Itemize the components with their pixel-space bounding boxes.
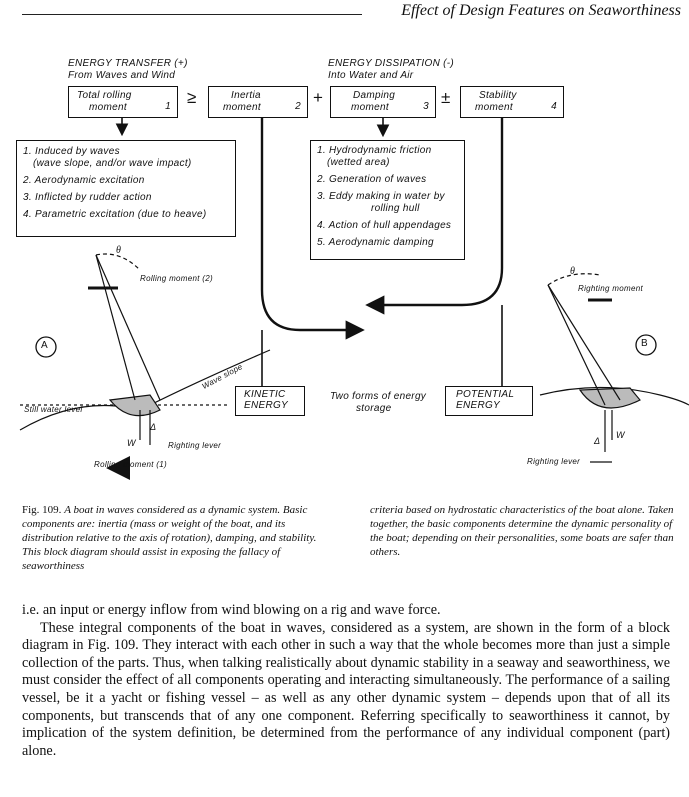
- figure-caption-left: Fig. 109. A boat in waves considered as …: [22, 503, 337, 573]
- energy-transfer-sub: From Waves and Wind: [68, 70, 176, 81]
- diagram-lines: [19, 118, 689, 480]
- running-title: Effect of Design Features on Seaworthine…: [401, 2, 681, 19]
- header-rule: [22, 14, 362, 15]
- boat-a-righting-lever: Righting lever: [168, 441, 222, 450]
- boat-b-righting-moment: Righting moment: [578, 284, 643, 293]
- energy-dissipation-sub: Into Water and Air: [328, 70, 414, 81]
- paragraph-2: These integral components of the boat in…: [22, 619, 670, 759]
- potential-energy-box: POTENTIAL ENERGY: [445, 386, 533, 416]
- boat-b-sketch: [539, 273, 689, 463]
- box-stability-moment: Stability moment 4: [460, 86, 564, 118]
- boat-a-sketch: [19, 253, 271, 480]
- energy-dissipation-title: ENERGY DISSIPATION (-): [328, 58, 455, 69]
- boat-a-w: W: [127, 438, 136, 448]
- boat-b-righting-lever: Righting lever: [527, 457, 581, 466]
- boat-a-rolling-moment-1: Rolling moment (1): [94, 460, 167, 469]
- boat-a-still-water: Still water level: [24, 405, 83, 414]
- boat-a-theta: θ: [116, 245, 122, 256]
- figure-caption-right: criteria based on hydrostatic characteri…: [370, 504, 674, 558]
- op-greater-equal: ≥: [187, 88, 197, 107]
- box-total-rolling-moment: Total rolling moment 1: [68, 86, 178, 118]
- body-text: i.e. an input or energy inflow from wind…: [22, 602, 670, 760]
- caption-left-text: A boat in waves considered as a dynamic …: [22, 504, 317, 572]
- input-causes-box: 1. Induced by waves (wave slope, and/or …: [16, 140, 236, 237]
- boat-b-delta: Δ: [594, 436, 601, 446]
- boat-b-marker: B: [641, 338, 648, 349]
- op-plus-minus: ±: [441, 88, 451, 107]
- boat-b-w: W: [616, 430, 625, 440]
- boat-a-rolling-moment-2: Rolling moment (2): [140, 274, 213, 283]
- paragraph-1: i.e. an input or energy inflow from wind…: [22, 602, 441, 618]
- box-inertia-moment: Inertia moment 2: [208, 86, 308, 118]
- kinetic-energy-box: KINETIC ENERGY: [235, 386, 305, 416]
- boat-b-theta: θ: [570, 266, 576, 277]
- two-forms-line2: storage: [356, 403, 392, 414]
- energy-transfer-title: ENERGY TRANSFER (+): [68, 58, 188, 69]
- box-damping-moment: Damping moment 3: [330, 86, 436, 118]
- block-diagram: ENERGY TRANSFER (+) From Waves and Wind …: [16, 58, 689, 480]
- figure-label: Fig. 109.: [22, 504, 62, 516]
- two-forms-line1: Two forms of energy: [330, 391, 427, 402]
- boat-a-marker: A: [41, 340, 48, 351]
- boat-a-delta: Δ: [150, 422, 157, 432]
- op-plus: +: [313, 88, 323, 107]
- dissipation-box: 1. Hydrodynamic friction (wetted area) 2…: [310, 140, 465, 260]
